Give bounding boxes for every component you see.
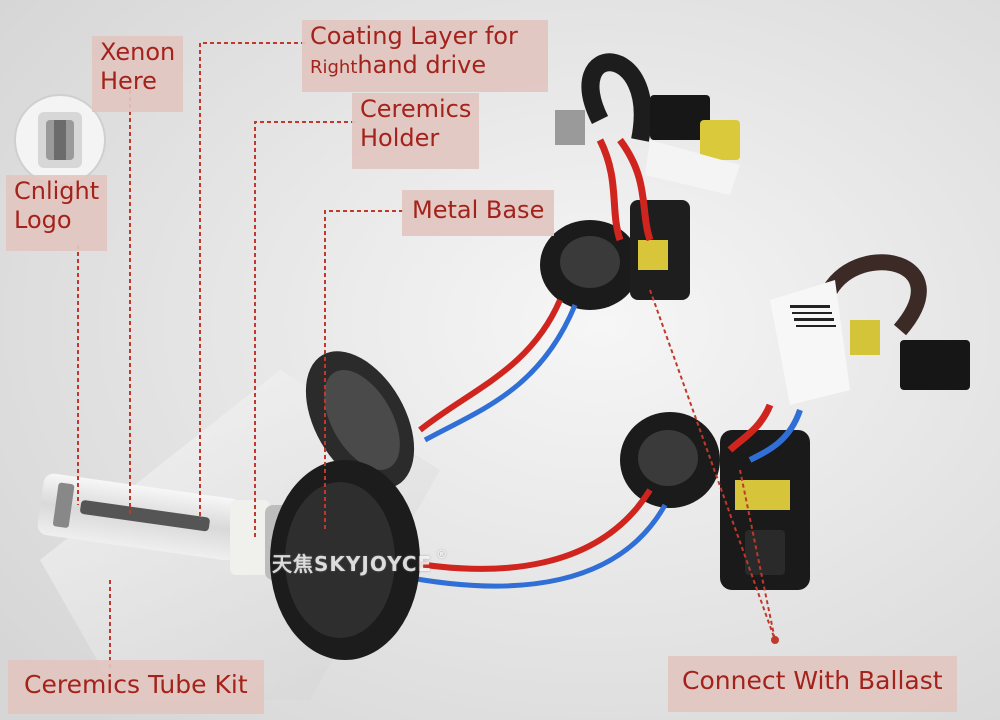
wire-harness: [394, 298, 668, 589]
callout-cnlight-logo: Cnlight Logo: [6, 175, 108, 251]
skyjoyce-watermark: 天焦SKYJOYCE®: [272, 548, 449, 576]
callout-xenon-here: Xenon Here: [92, 36, 184, 112]
callout-ceramics-holder: Ceremics Holder: [352, 93, 480, 169]
callout-ceramics-tube-kit: Ceremics Tube Kit: [8, 660, 264, 714]
upper-connector-assembly: [540, 53, 740, 310]
xenon-bulb: [37, 460, 420, 660]
cnlight-logo-inset: [14, 94, 106, 186]
callout-metal-base: Metal Base: [402, 190, 555, 236]
callout-coating-layer: Coating Layer for Righthand drive: [302, 20, 548, 92]
leader-lines: [77, 42, 779, 670]
callout-connect-with-ballast: Connect With Ballast: [668, 656, 957, 712]
